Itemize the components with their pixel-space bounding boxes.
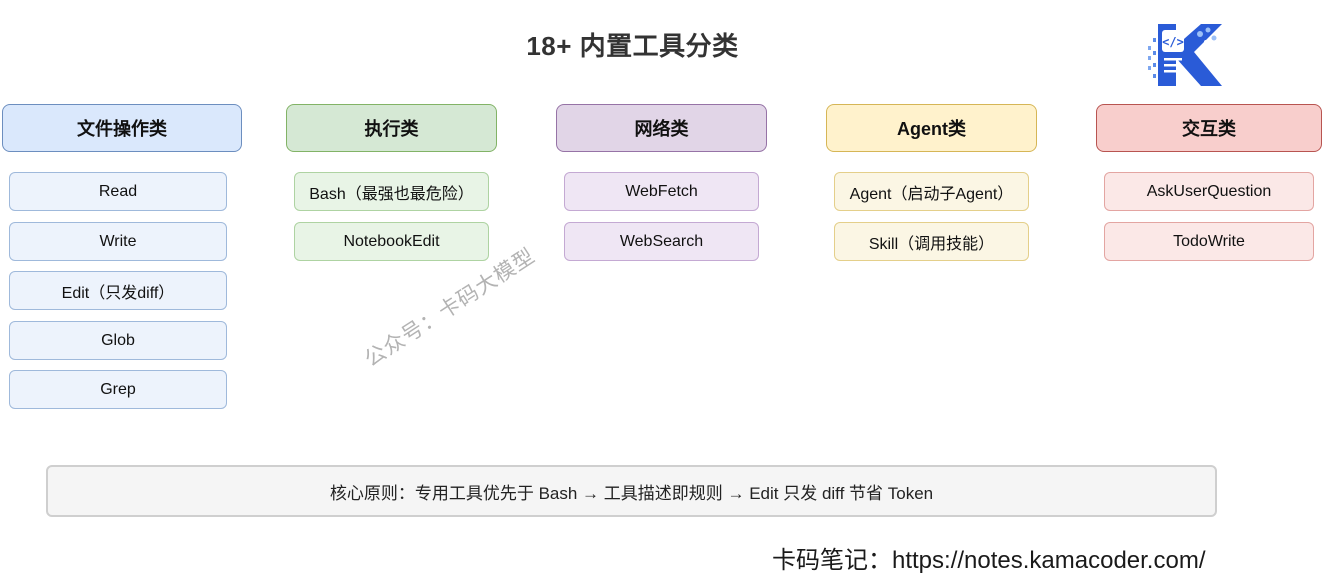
category-agent: Agent类 (826, 104, 1037, 152)
tool-notebookedit: NotebookEdit (294, 222, 489, 261)
tool-read: Read (9, 172, 227, 211)
tool-askuserquestion: AskUserQuestion (1104, 172, 1314, 211)
category-execution: 执行类 (286, 104, 497, 152)
core-principle-text: 核心原则：专用工具优先于 Bash → 工具描述即规则 → Edit 只发 di… (329, 483, 934, 503)
tool-webfetch: WebFetch (564, 172, 759, 211)
footer-link[interactable]: 卡码笔记：https://notes.kamacoder.com/ (772, 547, 1206, 574)
category-network: 网络类 (556, 104, 767, 152)
tool-write: Write (9, 222, 227, 261)
tool-glob: Glob (9, 321, 227, 360)
tool-bash: Bash（最强也最危险） (294, 172, 489, 211)
tool-edit: Edit（只发diff） (9, 271, 227, 310)
kamacoder-logo-icon: </> (1148, 24, 1222, 86)
tool-grep: Grep (9, 370, 227, 409)
tool-websearch: WebSearch (564, 222, 759, 261)
core-principle-box: 核心原则：专用工具优先于 Bash → 工具描述即规则 → Edit 只发 di… (46, 465, 1217, 517)
tool-agent: Agent（启动子Agent） (834, 172, 1029, 211)
tool-todowrite: TodoWrite (1104, 222, 1314, 261)
category-file-ops: 文件操作类 (2, 104, 242, 152)
category-interaction: 交互类 (1096, 104, 1322, 152)
tool-skill: Skill（调用技能） (834, 222, 1029, 261)
diagram-title: 18+ 内置工具分类 (526, 31, 739, 61)
logo-code-glyph: </> (1162, 35, 1184, 49)
